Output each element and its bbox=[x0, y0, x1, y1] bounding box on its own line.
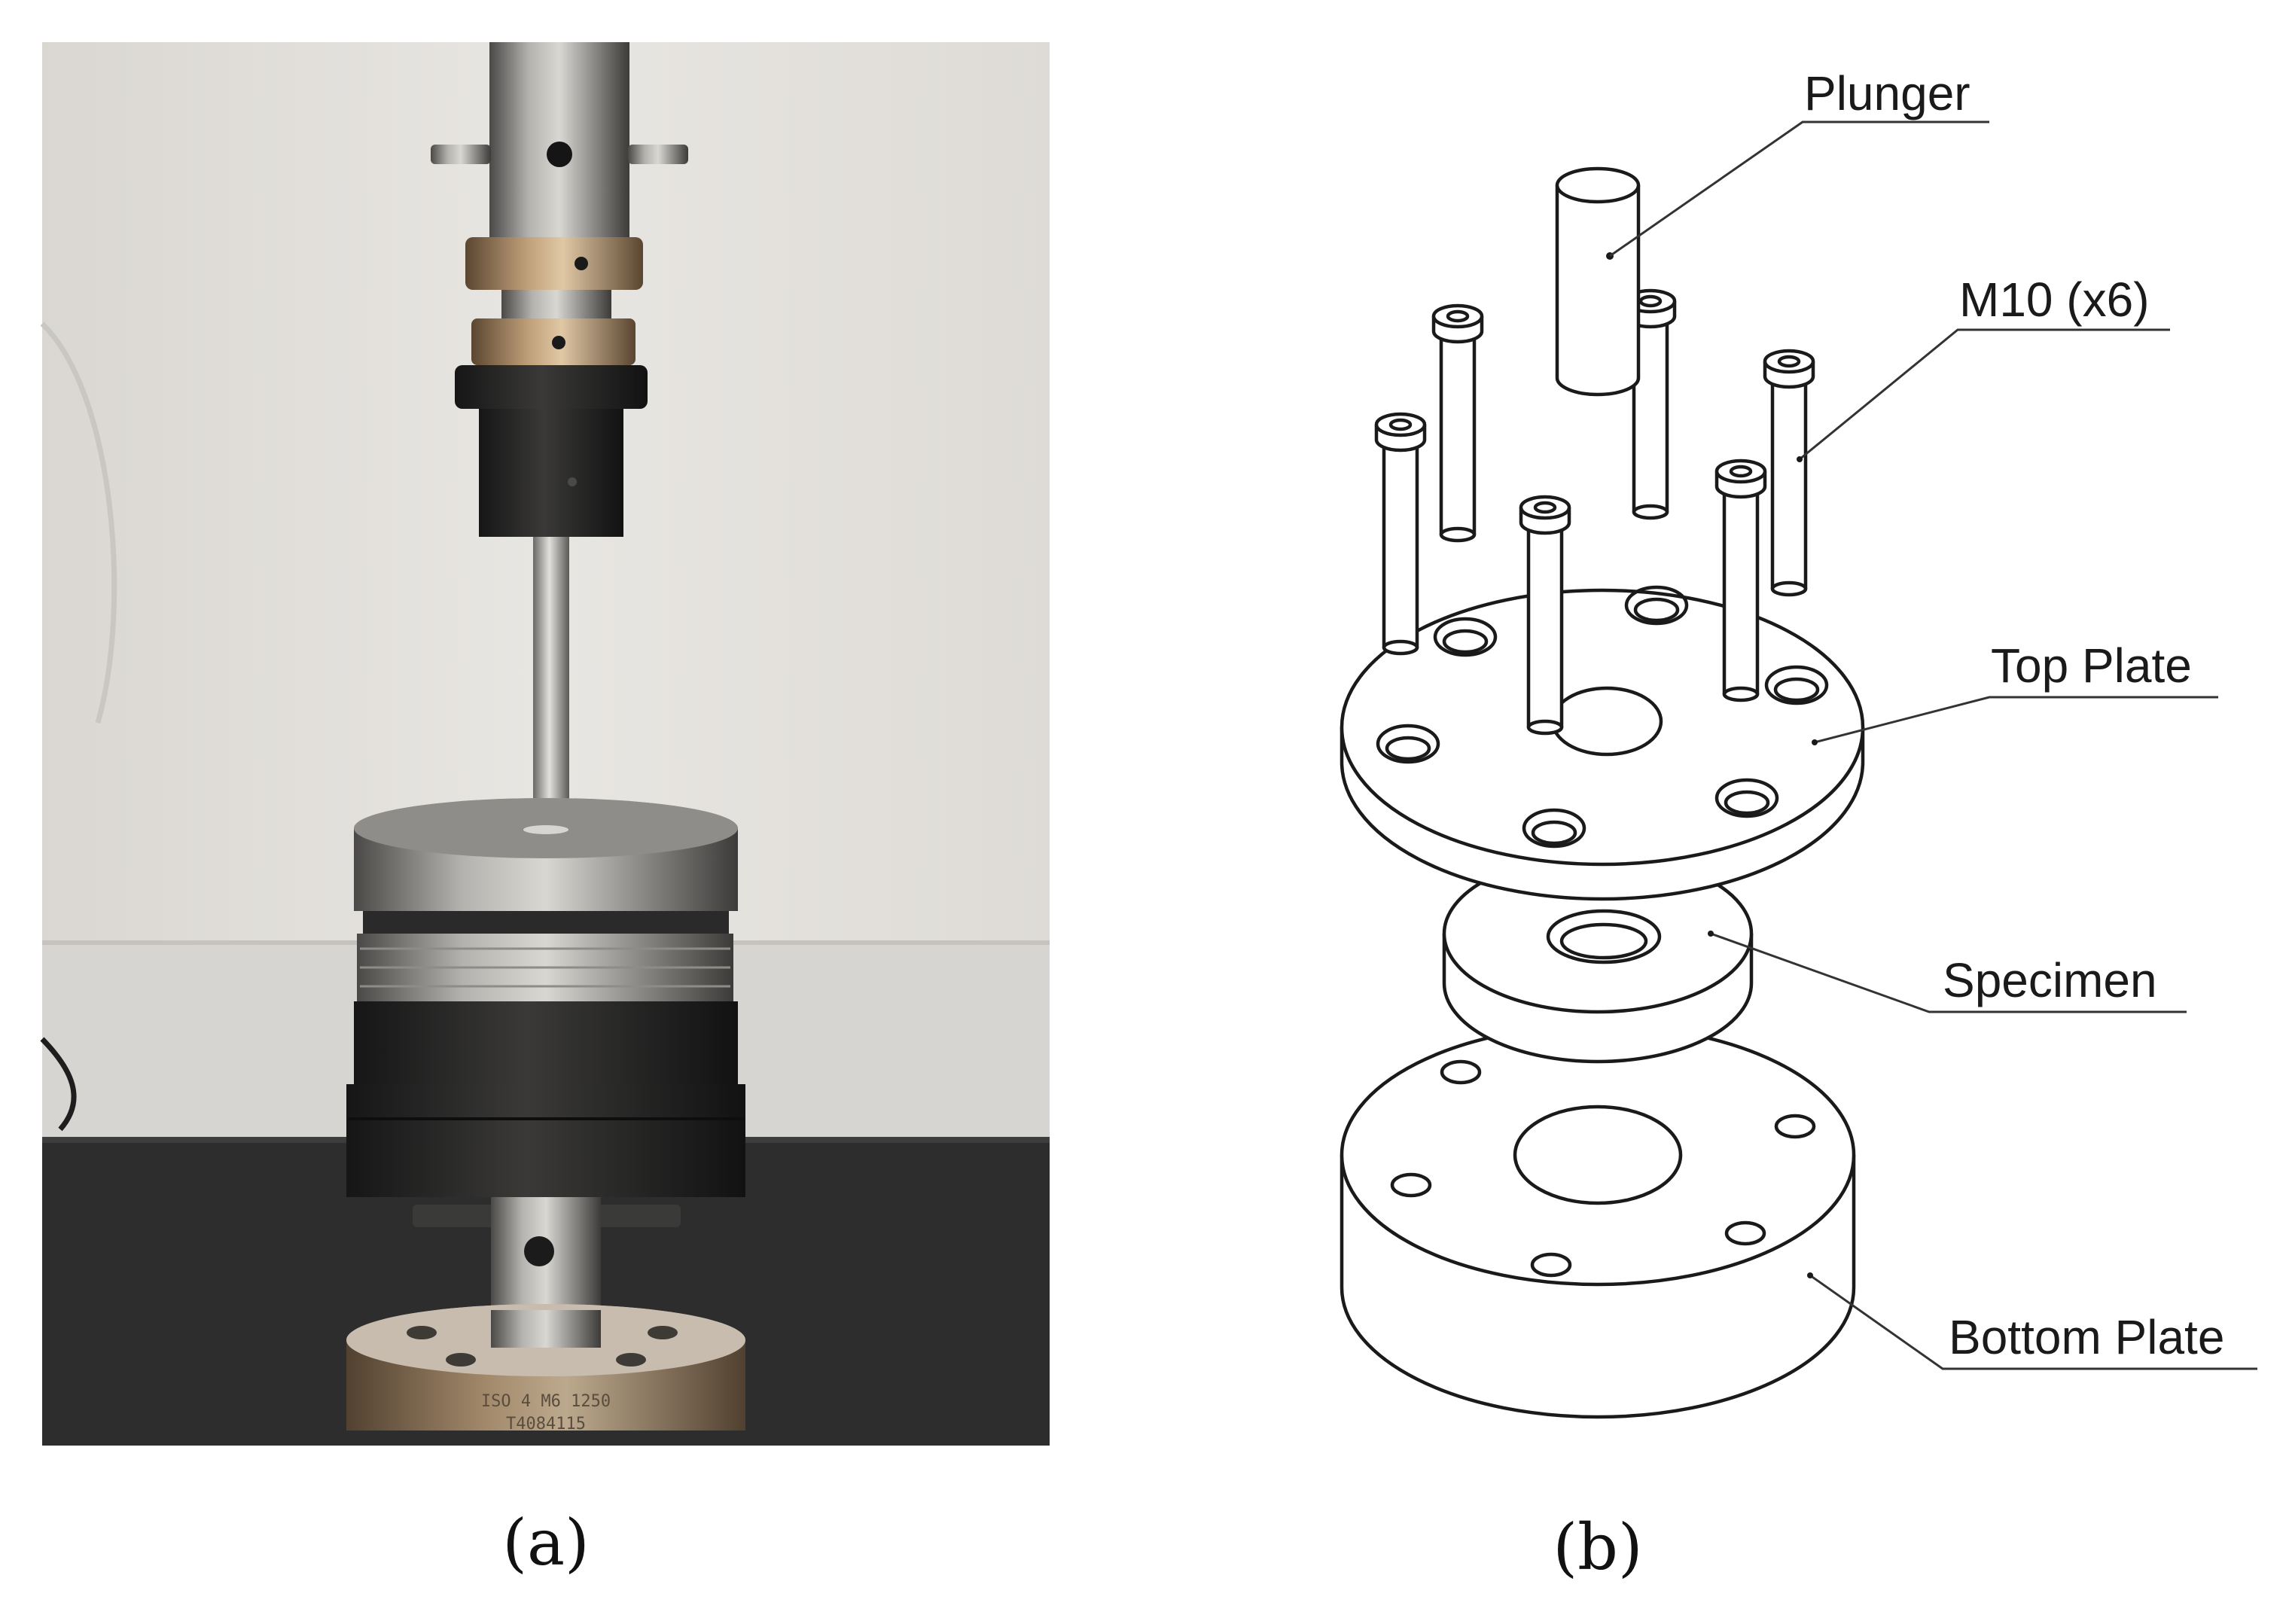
test-rig-photo: ISO 4 M6 1250 T4084115 bbox=[40, 42, 1050, 1446]
label-bolts: M10 (x6) bbox=[1959, 273, 2150, 327]
bolt bbox=[1431, 303, 1484, 543]
photo-lower-block bbox=[354, 1001, 738, 1084]
leader-line-bolts bbox=[1797, 328, 2170, 462]
label-bottom-plate: Bottom Plate bbox=[1949, 1310, 2224, 1364]
photo-cable bbox=[40, 321, 117, 724]
panel-a-caption: (a) bbox=[502, 1506, 590, 1580]
bottom-plate bbox=[1340, 1023, 1856, 1419]
bottom-plate-center-bore bbox=[1513, 1105, 1683, 1205]
leader-line-specimen bbox=[1708, 931, 2187, 1013]
photo-marking-line-1: ISO 4 M6 1250 bbox=[481, 1392, 611, 1411]
leader-line-top-plate bbox=[1812, 696, 2218, 745]
plunger bbox=[1555, 166, 1641, 397]
specimen-bore bbox=[1546, 909, 1662, 964]
bolt bbox=[1519, 495, 1571, 736]
top-plate bbox=[1340, 585, 1865, 901]
photo-dark-collar bbox=[455, 365, 648, 409]
bolt bbox=[1714, 459, 1767, 702]
leader-line-plunger bbox=[1609, 120, 1989, 257]
photo-marking-line-2: T4084115 bbox=[506, 1415, 586, 1434]
label-top-plate: Top Plate bbox=[1991, 638, 2192, 693]
photo-grip bbox=[479, 409, 623, 537]
label-plunger: Plunger bbox=[1804, 66, 1970, 120]
leader-line-bottom-plate bbox=[1807, 1272, 2257, 1370]
photo-bottom-plate bbox=[346, 1084, 745, 1197]
photo-rod bbox=[533, 537, 569, 815]
panel-b-caption: (b) bbox=[1553, 1510, 1643, 1584]
bolt bbox=[1763, 349, 1815, 597]
label-specimen: Specimen bbox=[1943, 953, 2157, 1007]
exploded-assembly-drawing: Plunger M10 (x6) Top Plate Specimen Bott… bbox=[1340, 66, 2257, 1419]
bolt bbox=[1374, 412, 1427, 656]
photo-bronze-collar-1 bbox=[465, 237, 643, 290]
